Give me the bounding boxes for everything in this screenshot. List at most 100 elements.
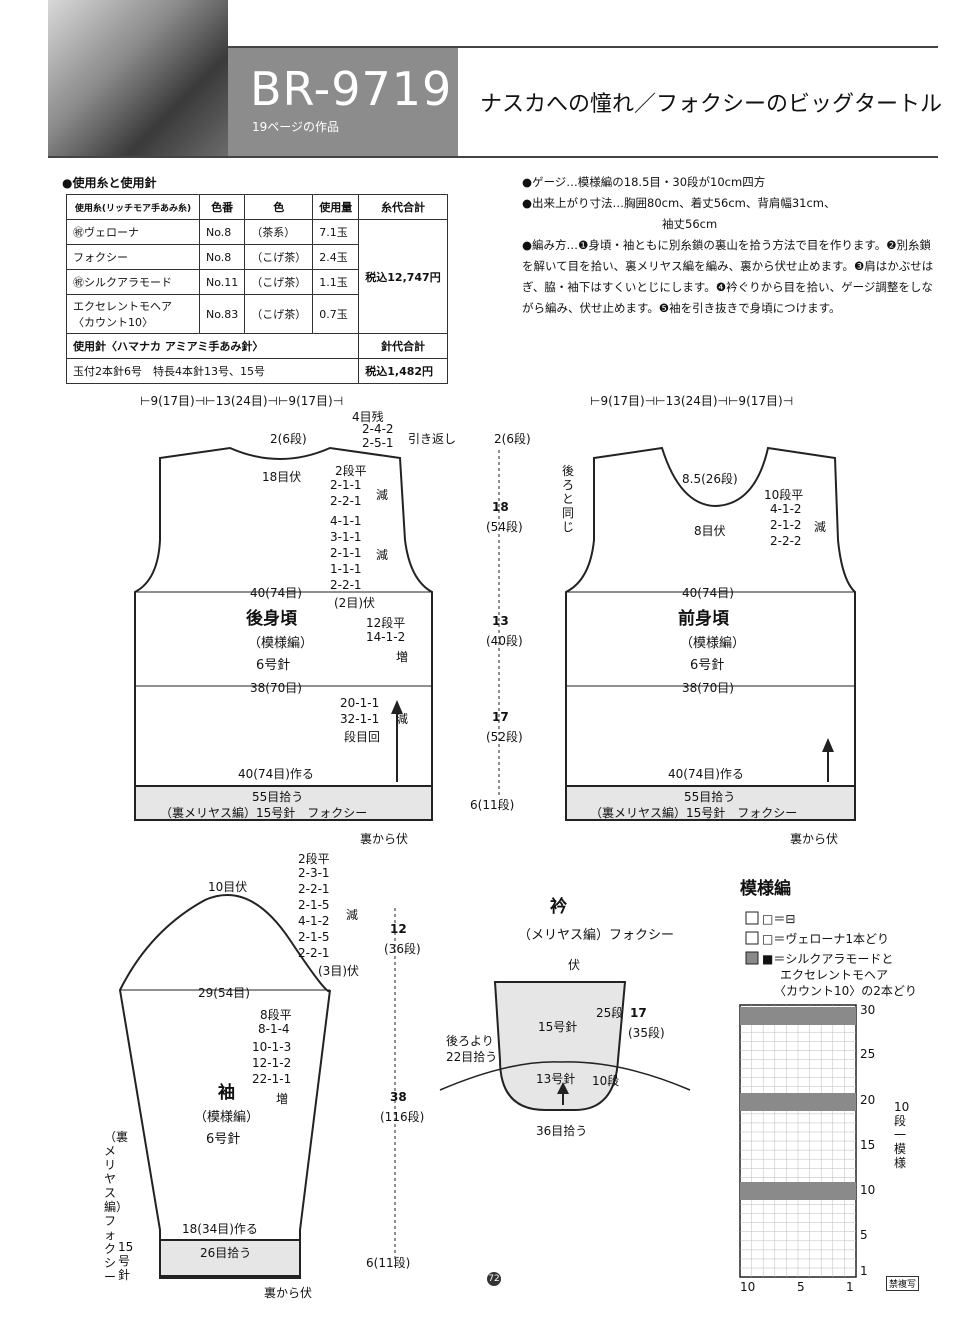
back-dec-1: 減 xyxy=(376,488,389,502)
needles: 玉付2本針6号 特長4本針13号、15号 xyxy=(65,358,360,384)
front-width-38: 38(70目) xyxy=(682,681,734,695)
back-short-row: 引き返し xyxy=(408,432,457,446)
sleeve-rib-needle: 15号針 xyxy=(118,1240,134,1282)
back-arm-dec-0: 4-1-1 xyxy=(330,514,362,528)
size-line-2: 袖丈56cm xyxy=(662,217,718,231)
col-total: 糸代合計 xyxy=(358,194,448,220)
col-color: 色 xyxy=(244,194,314,220)
back-neck-dec-0: 2段平 xyxy=(335,464,367,478)
page-title: ナスカへの憧れ／フォクシーのビッグタートル xyxy=(480,92,943,117)
sleeve-inc-3: 12-1-2 xyxy=(252,1056,292,1070)
back-neck-dec-1: 2-1-1 xyxy=(330,478,362,492)
yarn-color-no: No.83 xyxy=(198,294,246,334)
sleeve-height-38: 38 xyxy=(390,1090,407,1104)
sleeve-cast-on: 18(34目)作る xyxy=(182,1222,258,1236)
sleeve-pattern: （模様編） xyxy=(194,1110,260,1125)
front-neck-dec-1: 4-1-2 xyxy=(770,502,802,516)
front-title: 前身頃 xyxy=(678,609,729,629)
yarn-amount: 7.1玉 xyxy=(312,219,360,245)
chart-legend-2: ■＝シルクアラモードと xyxy=(762,952,894,966)
back-side-dec-1: 32-1-1 xyxy=(340,712,380,726)
sleeve-inc-2: 10-1-3 xyxy=(252,1040,292,1054)
sleeve-outline xyxy=(118,894,331,1279)
needle-total: 税込1,482円 xyxy=(358,358,448,384)
sleeve-inc-label: 増 xyxy=(276,1092,289,1106)
back-arm-dec-3: 1-1-1 xyxy=(330,562,362,576)
front-needle: 6号針 xyxy=(690,658,725,673)
sleeve-title: 袖 xyxy=(218,1083,235,1103)
front-dec-label: 減 xyxy=(814,520,827,534)
chart-legend-4: 〈カウント10〉の2本どり xyxy=(774,984,917,998)
sleeve-inc-0: 8段平 xyxy=(260,1008,292,1022)
collar-rows-10: 10段 xyxy=(592,1074,620,1088)
sleeve-cap-0: 2段平 xyxy=(298,852,330,866)
sleeve-cap-3: 2-1-5 xyxy=(298,898,330,912)
row-label-1: 1 xyxy=(860,1264,868,1278)
back-pick-up: 55目拾う xyxy=(252,790,304,804)
back-inc-0: 12段平 xyxy=(366,616,406,630)
front-pick-up: 55目拾う xyxy=(684,790,736,804)
sleeve-cap-5: 2-1-5 xyxy=(298,930,330,944)
front-neck-bind: 8目伏 xyxy=(694,524,726,538)
back-width-40: 40(74目) xyxy=(250,586,302,600)
collar-pick-22: 22目拾う xyxy=(446,1050,498,1064)
sleeve-cap-bind: (3目)伏 xyxy=(318,964,359,978)
yarn-color-no: No.8 xyxy=(198,219,246,245)
sleeve-height-6: 6(11段) xyxy=(366,1256,411,1270)
collar-rows-25: 25段 xyxy=(596,1006,624,1020)
col-label-1: 1 xyxy=(846,1280,854,1294)
back-inc-1: 14-1-2 xyxy=(366,630,406,644)
front-top-dims: ⊢9(17目)⊣⊢13(24目)⊣⊢9(17目)⊣ xyxy=(590,394,794,408)
copy-prohibited-stamp: 禁複写 xyxy=(886,1276,920,1291)
collar-height-17-rows: (35段) xyxy=(628,1026,665,1040)
top-rule xyxy=(228,46,938,48)
sleeve-cap-1: 2-3-1 xyxy=(298,866,330,880)
mid-dim-2: 18 xyxy=(492,500,509,514)
back-bind-off: 裏から伏 xyxy=(360,832,409,846)
title-bar xyxy=(228,48,458,156)
sleeve-pick-up: 26目拾う xyxy=(200,1246,252,1260)
back-side-dec-2: 段目回 xyxy=(344,730,381,744)
back-cast-on: 40(74目)作る xyxy=(238,767,314,781)
front-cast-on: 40(74目)作る xyxy=(668,767,744,781)
back-dec-3: 減 xyxy=(396,712,409,726)
instructions: ●ゲージ…模様編の18.5目・30段が10cm四方 ●出来上がり寸法…胸囲80c… xyxy=(522,172,942,319)
yarn-color-no: No.8 xyxy=(198,244,246,270)
yarn-color: （こげ茶） xyxy=(244,294,314,334)
back-arm-dec-4: 2-2-1 xyxy=(330,578,362,592)
mid-dim-3: 13 xyxy=(492,614,509,628)
front-neck-dec-2: 2-1-2 xyxy=(770,518,802,532)
front-neck-dec-0: 10段平 xyxy=(764,488,804,502)
front-width-40: 40(74目) xyxy=(682,586,734,600)
mid-dim-2-rows: (54段) xyxy=(486,520,523,534)
collar-outline xyxy=(493,981,627,1111)
chart-legend-0: □＝⊟ xyxy=(762,912,796,926)
collar-bind-off: 伏 xyxy=(568,958,581,972)
mid-dim-3-rows: (40段) xyxy=(486,634,523,648)
pattern-chart xyxy=(739,911,857,1278)
sleeve-cap-2: 2-2-1 xyxy=(298,882,330,896)
method: ●編み方…❶身頃・袖ともに別糸鎖の裏山を拾う方法で目を作ります。❷別糸鎖を解いて… xyxy=(522,238,934,315)
materials-table: 使用糸(リッチモア手あみ糸) 色番 色 使用量 糸代合計 ㊗ヴェローナ No.8… xyxy=(65,194,448,384)
sleeve-height-12-rows: (36段) xyxy=(384,942,421,956)
front-rib-label: （裏メリヤス編）15号針 フォクシー xyxy=(590,806,798,820)
collar-from-back: 後ろより xyxy=(446,1034,494,1048)
page-reference: 19ページの作品 xyxy=(252,120,340,134)
back-rib-label: （裏メリヤス編）15号針 フォクシー xyxy=(160,806,368,820)
front-rib xyxy=(565,785,856,821)
back-side-dec-0: 20-1-1 xyxy=(340,696,380,710)
back-width-38: 38(70目) xyxy=(250,681,302,695)
back-pattern: （模様編） xyxy=(248,636,314,651)
chart-legend-3: エクセレントモヘア xyxy=(780,968,889,982)
back-arm-dec-1: 3-1-1 xyxy=(330,530,362,544)
mid-dim-4-rows: (52段) xyxy=(486,730,523,744)
back-inc-label: 増 xyxy=(396,650,409,664)
mid-dim-4: 17 xyxy=(492,710,509,724)
row-label-10: 10 xyxy=(860,1183,876,1197)
front-neck-dec-3: 2-2-2 xyxy=(770,534,802,548)
sleeve-width-29: 29(54目) xyxy=(198,986,250,1000)
back-arm-bind: (2目)伏 xyxy=(334,596,375,610)
yarn-name: エクセレントモヘア〈カウント10〉 xyxy=(66,294,200,334)
yarn-name: フォクシー xyxy=(66,244,200,270)
